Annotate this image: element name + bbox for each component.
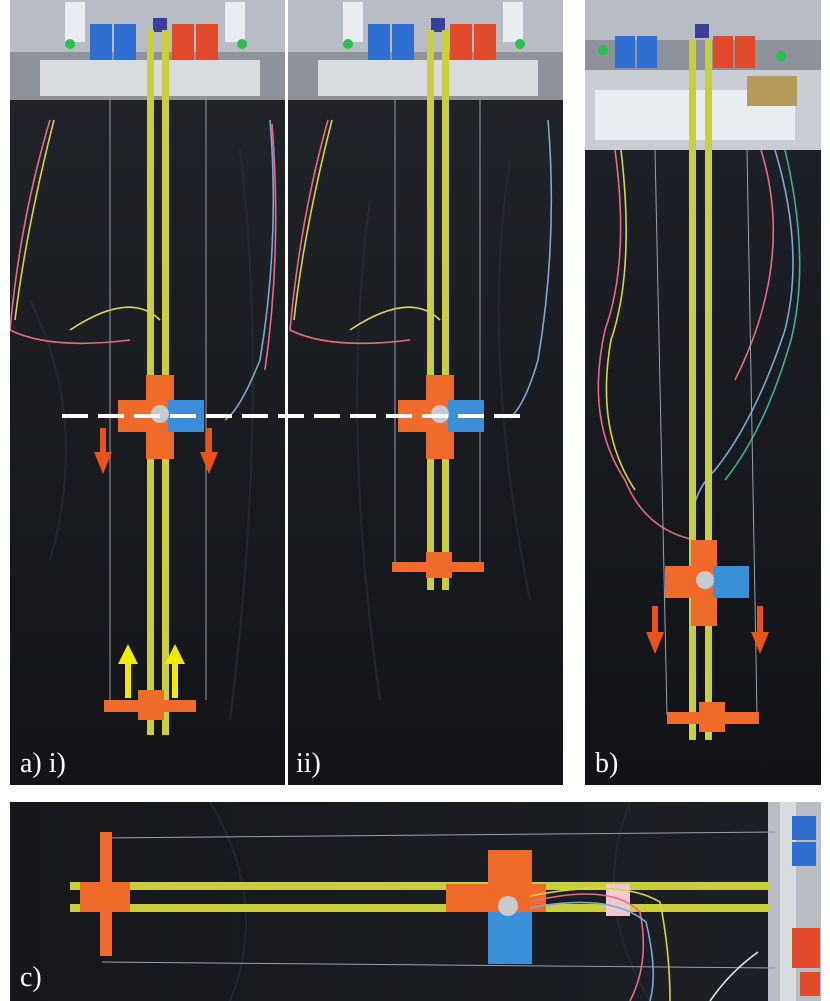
panel-a-photo: [10, 0, 563, 785]
panel-divider: [285, 0, 288, 785]
panel-label-a-i: a) i): [20, 748, 66, 779]
rig-top-ii: [288, 0, 563, 100]
straps-c: [70, 882, 770, 912]
pull-arrows-b: [646, 606, 769, 654]
panel-a: a) i) ii): [10, 0, 563, 785]
panel-c-photo: [10, 802, 821, 1001]
motor-red: [172, 24, 194, 60]
wires-c: [529, 887, 759, 1001]
wires-b: [597, 149, 801, 541]
tendons-b: [654, 149, 758, 716]
robot-c: [446, 850, 630, 964]
rig-top-b: [585, 0, 821, 150]
panel-label-a-ii: ii): [296, 748, 321, 779]
tendons-ii: [394, 100, 481, 565]
panel-label-c: c): [20, 962, 42, 993]
wires-i: [10, 119, 277, 421]
panel-c: c): [10, 802, 821, 1001]
tendons-i: [109, 100, 207, 700]
rig-side-c: [768, 802, 821, 1001]
panel-label-b: b): [595, 748, 619, 779]
straps-b: [689, 40, 712, 740]
end-plate-c: [80, 832, 130, 956]
motor-blue: [90, 24, 112, 60]
straps-ii: [427, 30, 449, 590]
panel-b: b): [585, 0, 821, 785]
robot-b: [665, 540, 759, 732]
panel-b-photo: [585, 0, 821, 785]
tendons-c: [101, 831, 776, 969]
pull-arrows-i: [94, 428, 218, 698]
